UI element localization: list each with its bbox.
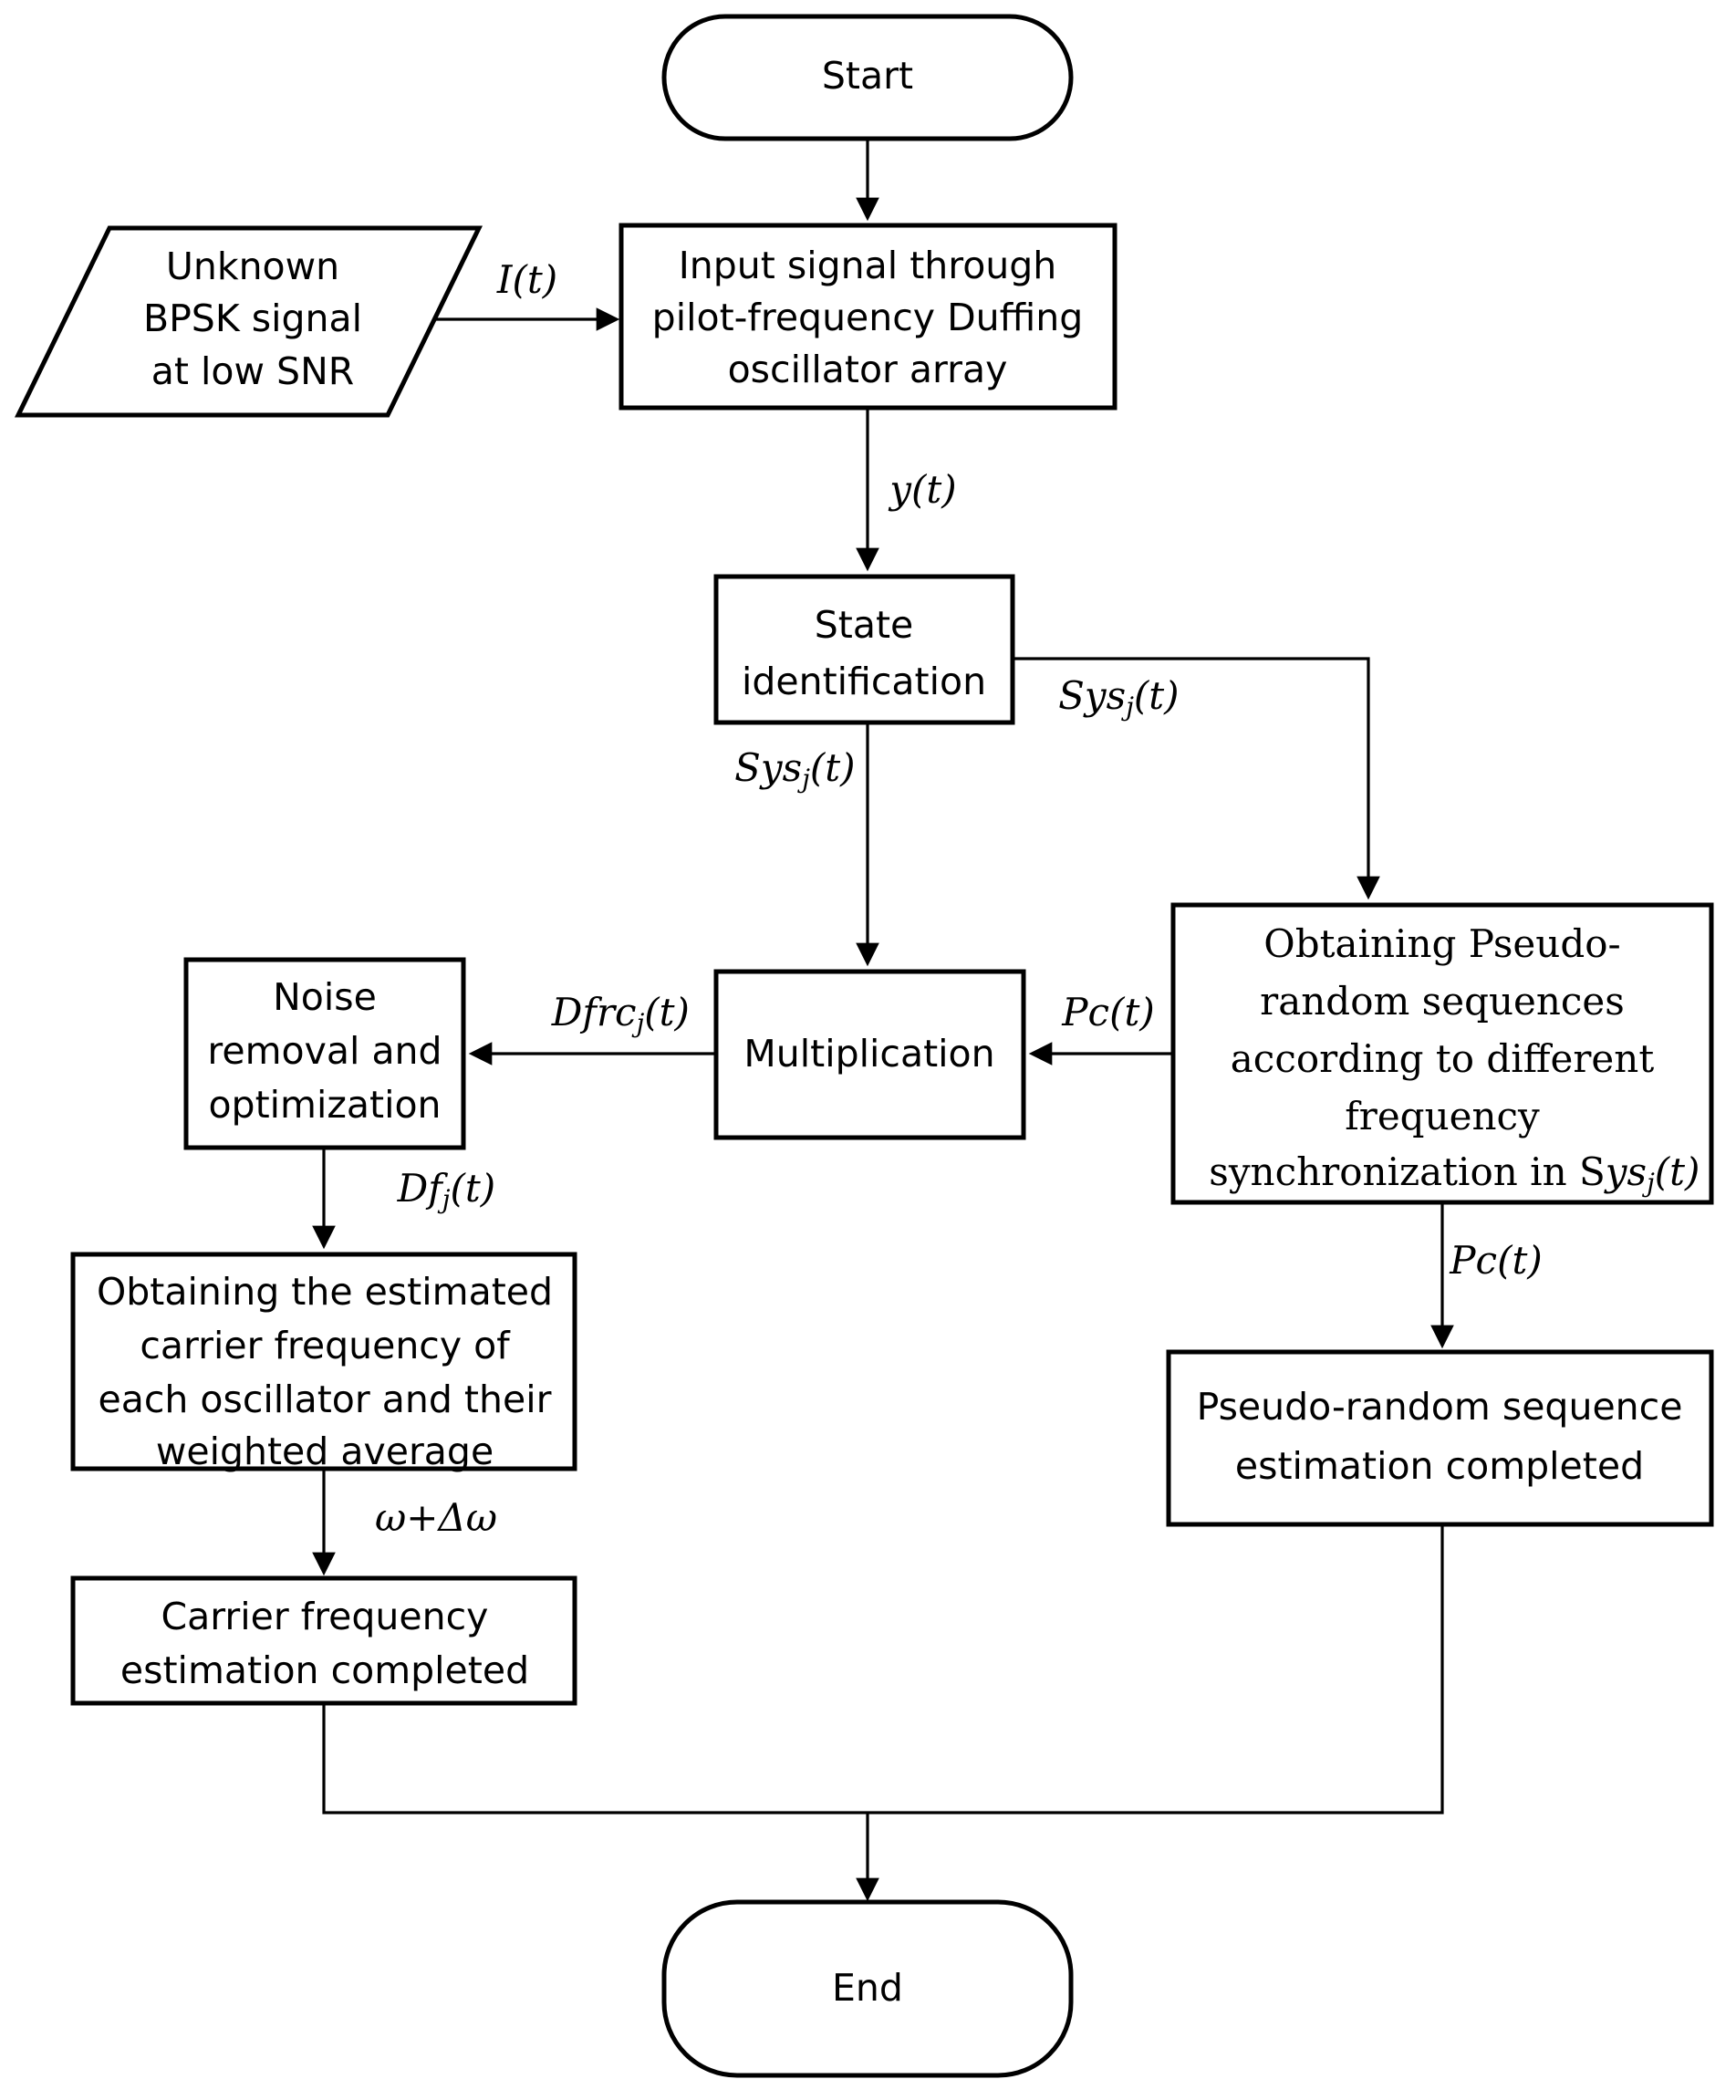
obtaining-estimated-carrier-line-3: each oscillator and their bbox=[99, 1377, 552, 1421]
edge-label-omega: ω+Δω bbox=[375, 1495, 497, 1540]
multiplication-shape bbox=[713, 969, 1026, 1140]
edge-labels-group: I(t) y(t) Sysj(t) Sysj(t) Dfrcj(t) Pc(t)… bbox=[287, 257, 1543, 1540]
obtaining-estimated-carrier-line-1: Obtaining the estimated bbox=[97, 1270, 553, 1314]
obtaining-pseudo-random-line-4: frequency bbox=[1345, 1094, 1540, 1138]
obtaining-pseudo-random-shape bbox=[1170, 902, 1714, 1205]
end-label: End bbox=[832, 1966, 903, 2010]
input-signal-line-2: pilot-frequency Duffing bbox=[652, 296, 1084, 339]
pseudo-random-completed-line-2: estimation completed bbox=[1235, 1444, 1644, 1488]
carrier-frequency-completed-line-2: estimation completed bbox=[120, 1648, 529, 1692]
node-noise-removal[interactable]: Noise removal and optimization bbox=[183, 957, 466, 1150]
start-label: Start bbox=[822, 54, 913, 98]
unknown-signal-shape bbox=[14, 225, 483, 418]
carrier-frequency-completed-line-1: Carrier frequency bbox=[161, 1595, 489, 1638]
node-obtaining-pseudo-random[interactable]: Obtaining Pseudo- random sequences accor… bbox=[1099, 902, 1736, 1205]
input-signal-shape bbox=[619, 223, 1117, 411]
edge-label-sysj-right: Sysj(t) bbox=[949, 673, 1264, 722]
node-state-identification[interactable]: State identification bbox=[713, 574, 1015, 725]
node-end[interactable]: End bbox=[661, 1899, 1074, 2078]
pseudo-random-completed-shape bbox=[1166, 1349, 1714, 1527]
input-signal-line-1: Input signal through bbox=[679, 244, 1057, 287]
input-signal-line-3: oscillator array bbox=[728, 348, 1008, 391]
obtaining-pseudo-random-line-2: random sequences bbox=[1260, 979, 1625, 1024]
start-shape bbox=[661, 14, 1074, 141]
unknown-signal-line-1: Unknown bbox=[166, 244, 339, 288]
multiplication-label: Multiplication bbox=[743, 1032, 994, 1076]
edge-label-dfrcj: Dfrcj(t) bbox=[442, 990, 775, 1038]
edge-label-it: I(t) bbox=[496, 257, 557, 302]
node-carrier-frequency-completed[interactable]: Carrier frequency estimation completed bbox=[70, 1575, 577, 1706]
edge-label-sysj-down: Sysj(t) bbox=[625, 745, 941, 794]
state-identification-shape bbox=[713, 574, 1015, 725]
noise-removal-shape bbox=[183, 957, 466, 1150]
end-shape bbox=[661, 1899, 1074, 2078]
pseudo-random-completed-line-1: Pseudo-random sequence bbox=[1197, 1385, 1683, 1429]
edges-group bbox=[312, 139, 1454, 1902]
node-input-signal[interactable]: Input signal through pilot-frequency Duf… bbox=[619, 223, 1117, 411]
node-unknown-signal[interactable]: Unknown BPSK signal at low SNR bbox=[14, 225, 483, 418]
obtaining-pseudo-random-line-3: according to different bbox=[1231, 1036, 1655, 1081]
unknown-signal-line-2: BPSK signal bbox=[143, 296, 362, 340]
noise-removal-line-1: Noise bbox=[273, 975, 377, 1019]
edge-carrier-completed-to-end-join bbox=[322, 1703, 868, 1814]
node-obtaining-estimated-carrier[interactable]: Obtaining the estimated carrier frequenc… bbox=[70, 1252, 577, 1473]
edge-label-pct-left: Pc(t) bbox=[1061, 990, 1154, 1034]
state-identification-line-2: identification bbox=[742, 660, 986, 703]
node-pseudo-random-completed[interactable]: Pseudo-random sequence estimation comple… bbox=[1166, 1349, 1714, 1527]
unknown-signal-line-3: at low SNR bbox=[151, 349, 354, 393]
obtaining-estimated-carrier-line-2: carrier frequency of bbox=[140, 1324, 511, 1367]
edge-state-to-obtaining-pseudo bbox=[1013, 657, 1380, 900]
obtaining-pseudo-random-line-1: Obtaining Pseudo- bbox=[1263, 921, 1620, 966]
obtaining-estimated-carrier-line-4: weighted average bbox=[156, 1429, 494, 1473]
state-identification-line-1: State bbox=[815, 603, 914, 647]
noise-removal-line-3: optimization bbox=[208, 1083, 441, 1127]
node-start[interactable]: Start bbox=[661, 14, 1074, 141]
node-multiplication[interactable]: Multiplication bbox=[713, 969, 1026, 1140]
edge-label-pct-down: Pc(t) bbox=[1449, 1238, 1542, 1283]
edge-label-dfj: Dfj(t) bbox=[287, 1166, 580, 1214]
obtaining-estimated-carrier-shape bbox=[70, 1252, 577, 1471]
edge-pseudo-completed-to-end-join bbox=[868, 1524, 1444, 1814]
carrier-frequency-completed-shape bbox=[70, 1575, 577, 1706]
obtaining-pseudo-random-line-5: synchronization in Sysj(t) bbox=[1099, 1149, 1736, 1198]
noise-removal-line-2: removal and bbox=[207, 1029, 442, 1073]
edge-label-yt: y(t) bbox=[888, 467, 956, 512]
